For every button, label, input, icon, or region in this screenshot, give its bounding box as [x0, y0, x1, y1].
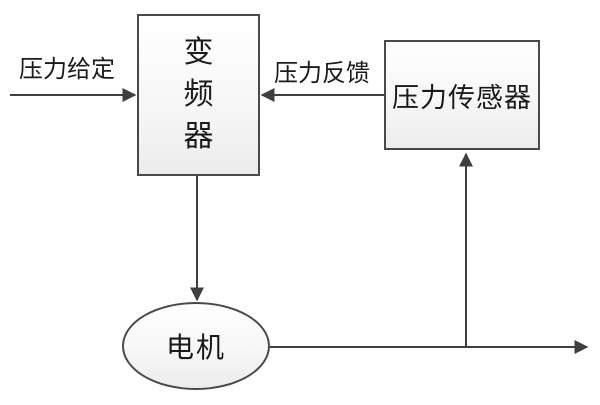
node-motor: 电机	[122, 302, 270, 390]
edge-label-pressure-setpoint: 压力给定	[19, 55, 115, 83]
node-pressure-sensor: 压力传感器	[384, 40, 540, 150]
node-inverter: 变频器	[137, 14, 260, 176]
edge-label-pressure-feedback: 压力反馈	[274, 59, 370, 87]
node-motor-label: 电机	[165, 331, 226, 364]
node-inverter-label: 变频器	[183, 35, 214, 154]
node-pressure-sensor-label: 压力传感器	[392, 82, 532, 114]
